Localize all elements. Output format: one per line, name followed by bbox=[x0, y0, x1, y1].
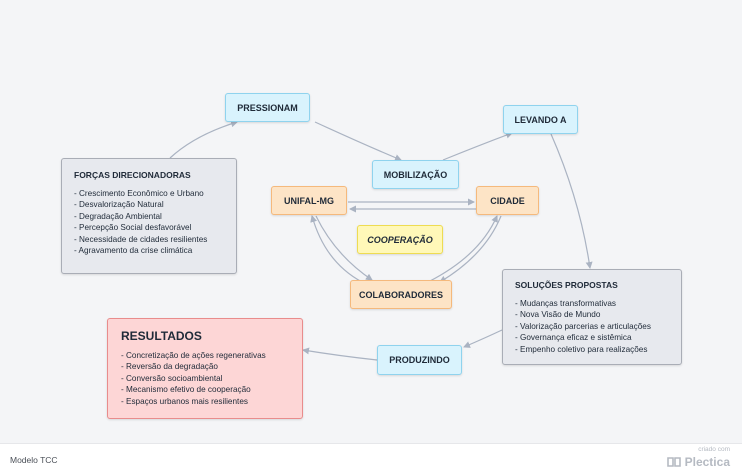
edge-unifal-to-colaboradores-1 bbox=[315, 215, 373, 281]
list-item: - Mecanismo efetivo de cooperação bbox=[121, 385, 251, 395]
node-cooperacao[interactable]: COOPERAÇÃO bbox=[357, 225, 443, 254]
node-pressionam-label: PRESSIONAM bbox=[237, 102, 298, 113]
list-item: - Agravamento da crise climática bbox=[74, 246, 193, 256]
node-unifal-mg-label: UNIFAL-MG bbox=[284, 195, 334, 206]
node-cidade-label: CIDADE bbox=[490, 195, 525, 206]
list-item: - Conversão socioambiental bbox=[121, 373, 223, 383]
box-resultados-list: - Concretização de ações regenerativas -… bbox=[121, 350, 289, 407]
node-mobilizacao-label: MOBILIZAÇÃO bbox=[383, 169, 448, 180]
edge-colaboradores-to-cidade bbox=[429, 215, 498, 282]
node-produzindo[interactable]: PRODUZINDO bbox=[377, 345, 462, 375]
list-item: - Reversão da degradação bbox=[121, 362, 218, 372]
node-cidade[interactable]: CIDADE bbox=[476, 186, 539, 215]
box-forcas-direcionadoras[interactable]: FORÇAS DIRECIONADORAS - Crescimento Econ… bbox=[61, 158, 237, 274]
list-item: - Mudanças transformativas bbox=[515, 299, 617, 308]
list-item: - Desvalorização Natural bbox=[74, 200, 164, 210]
box-solucoes-propostas[interactable]: SOLUÇÕES PROPOSTAS - Mudanças transforma… bbox=[502, 269, 682, 365]
edge-colaboradores-to-unifal bbox=[310, 215, 363, 283]
box-resultados[interactable]: RESULTADOS - Concretização de ações rege… bbox=[107, 318, 303, 419]
footer-credit: criado com bbox=[698, 446, 730, 453]
edge-cidade-to-colaboradores bbox=[439, 215, 502, 283]
edge-pressionam-to-mobilizacao bbox=[314, 121, 402, 161]
list-item: - Espaços urbanos mais resilientes bbox=[121, 396, 248, 406]
node-colaboradores[interactable]: COLABORADORES bbox=[350, 280, 452, 309]
edge-solucoes-to-produzindo bbox=[463, 329, 503, 348]
list-item: - Empenho coletivo para realizações bbox=[515, 344, 648, 354]
box-solucoes-list: - Mudanças transformativas - Nova Visão … bbox=[515, 298, 669, 355]
box-forcas-list: - Crescimento Econômico e Urbano - Desva… bbox=[74, 188, 224, 256]
edge-mobilizacao-to-levando bbox=[442, 131, 513, 161]
list-item: - Nova Visão de Mundo bbox=[515, 310, 601, 320]
box-resultados-title: RESULTADOS bbox=[121, 329, 202, 343]
node-colaboradores-label: COLABORADORES bbox=[358, 289, 443, 300]
list-item: - Governança eficaz e sistêmica bbox=[515, 333, 632, 343]
list-item: - Degradação Ambiental bbox=[74, 211, 162, 221]
node-pressionam[interactable]: PRESSIONAM bbox=[225, 93, 310, 122]
edge-levando-to-solucoes bbox=[550, 133, 593, 269]
list-item: - Crescimento Econômico e Urbano bbox=[74, 189, 204, 198]
plectica-logo-icon bbox=[666, 457, 681, 467]
list-item: - Percepção Social desfavorável bbox=[74, 223, 192, 233]
footer-bar: Modelo TCC criado com Plectica bbox=[0, 443, 742, 476]
plectica-brand-text: Plectica bbox=[684, 455, 730, 469]
box-forcas-title: FORÇAS DIRECIONADORAS bbox=[74, 170, 191, 180]
edge-produzindo-to-resultados bbox=[302, 347, 378, 361]
list-item: - Concretização de ações regenerativas bbox=[121, 351, 266, 360]
node-cooperacao-label: COOPERAÇÃO bbox=[367, 234, 433, 245]
node-levando-a-label: LEVANDO A bbox=[514, 114, 567, 125]
box-solucoes-title: SOLUÇÕES PROPOSTAS bbox=[515, 280, 618, 290]
node-unifal-mg[interactable]: UNIFAL-MG bbox=[271, 186, 347, 215]
edge-forcas-to-pressionam bbox=[169, 120, 238, 159]
list-item: - Necessidade de cidades resilientes bbox=[74, 234, 208, 244]
node-mobilizacao[interactable]: MOBILIZAÇÃO bbox=[372, 160, 459, 189]
diagram-canvas: PRESSIONAM LEVANDO A MOBILIZAÇÃO UNIFAL-… bbox=[61, 93, 682, 419]
node-produzindo-label: PRODUZINDO bbox=[389, 355, 450, 365]
connector-layer bbox=[169, 120, 593, 361]
node-levando-a[interactable]: LEVANDO A bbox=[503, 105, 578, 134]
list-item: - Valorização parcerias e articulações bbox=[515, 321, 651, 331]
footer-title: Modelo TCC bbox=[10, 455, 58, 465]
plectica-logo[interactable]: Plectica bbox=[666, 455, 730, 469]
